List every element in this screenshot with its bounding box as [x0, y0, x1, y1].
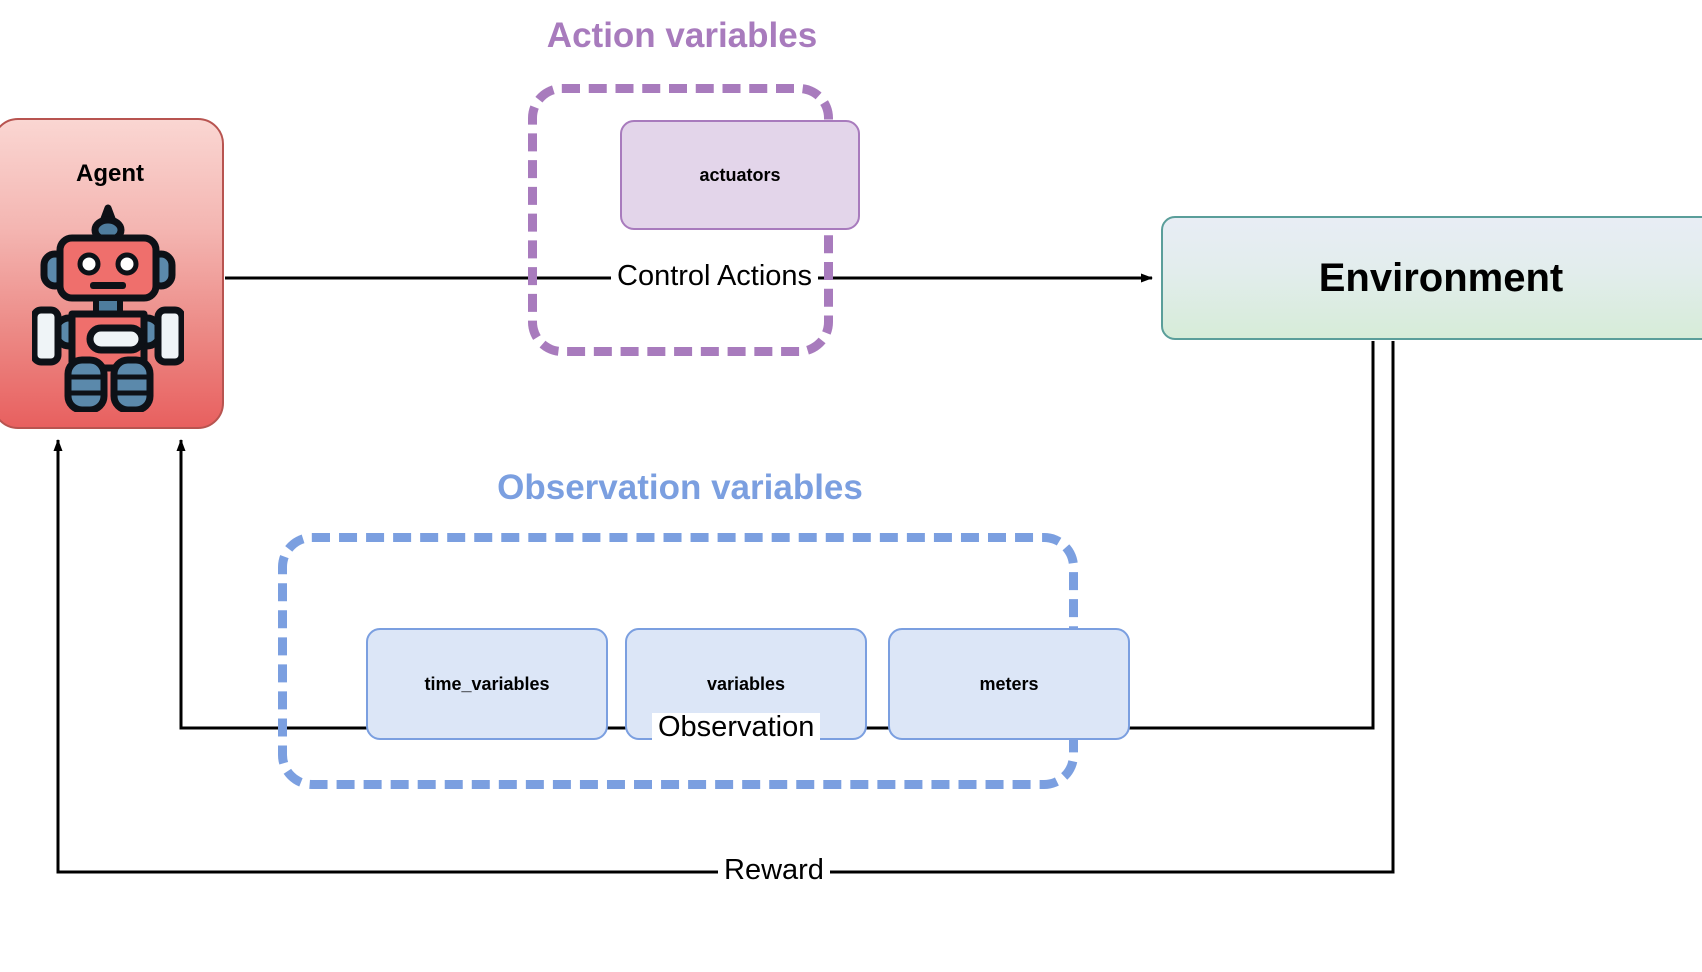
edge-label-observation: Observation	[652, 713, 821, 742]
meters-box[interactable]: meters	[888, 628, 1130, 740]
robot-icon	[32, 204, 184, 412]
agent-node[interactable]: Agent	[0, 118, 224, 429]
actuators-label: actuators	[699, 164, 781, 185]
observation-variables-title: Observation variables	[497, 468, 863, 507]
action-variables-title: Action variables	[546, 16, 818, 55]
environment-label: Environment	[1318, 255, 1564, 300]
variables-label: variables	[706, 673, 786, 694]
environment-node[interactable]: Environment	[1161, 216, 1702, 340]
edge-label-reward: Reward	[718, 856, 830, 885]
agent-label: Agent	[76, 160, 144, 187]
time-variables-label: time_variables	[424, 673, 550, 694]
edge-label-control-actions: Control Actions	[611, 262, 819, 291]
actuators-box[interactable]: actuators	[620, 120, 860, 230]
meters-label: meters	[979, 673, 1039, 694]
time-variables-box[interactable]: time_variables	[366, 628, 608, 740]
